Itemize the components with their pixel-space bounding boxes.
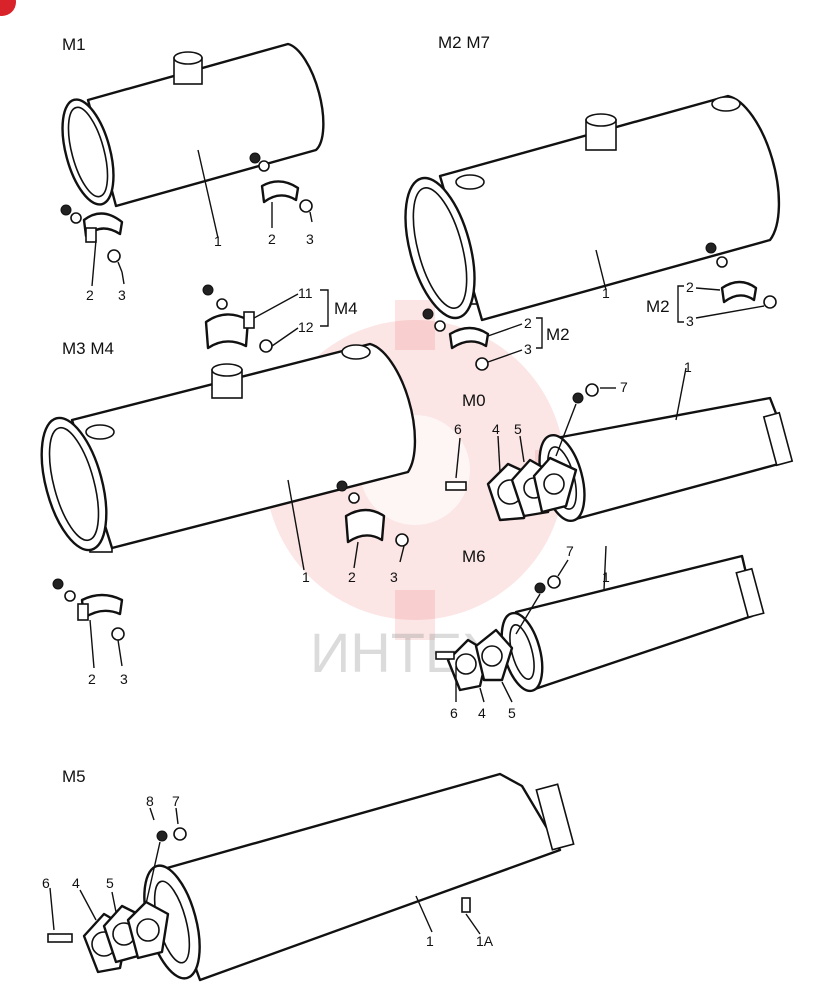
m5-callout-7: 7 [172,793,180,809]
m5-silencer [143,772,575,982]
m5-callout-8: 8 [146,793,154,809]
m6-group: M6 1 7 6 4 5 [435,543,765,721]
m0-callout-4: 4 [492,421,500,437]
m0-callout-7: 7 [620,379,628,395]
m6-label: M6 [462,547,486,566]
m2-clamp-callout-3: 3 [524,341,532,357]
m3m4-callout-3a: 3 [120,671,128,687]
m0-group: M0 1 7 4 5 6 [445,359,794,523]
m0-callout-1: 1 [684,359,692,375]
m2m7-callout-2: 2 [686,279,694,295]
m3m4-callout-11: 11 [298,285,313,301]
m3m4-callout-1: 1 [302,569,310,585]
m1-silencer [61,42,325,208]
m2m7-callout-1: 1 [602,285,610,301]
m5-callout-1: 1 [426,933,434,949]
m1-callout-1: 1 [214,233,222,249]
m0-callout-6: 6 [454,421,462,437]
m6-callout-1: 1 [602,569,610,585]
m5-callout-1a: 1A [476,933,494,949]
m2m7-callout-3: 3 [686,313,694,329]
m3m4-group: M3 M4 1 2 3 [40,339,417,687]
m2-clamp-group: 2 3 M2 [422,308,570,371]
m3m4-clamp-left [52,578,125,667]
m6-callout-7: 7 [566,543,574,559]
m2m7-group: M2 M7 1 M2 2 3 [404,33,781,329]
m6-silencer [500,554,765,693]
m3m4-silencer [40,342,417,553]
m2m7-clamp [705,242,777,309]
m5-group: M5 1 1A 8 7 6 4 5 [42,767,575,982]
m1-clamp-right [249,152,313,223]
m2m7-label: M2 M7 [438,33,490,52]
m3m4-callout-2a: 2 [88,671,96,687]
m3m4-callout-12: 12 [298,319,314,335]
m0-gaskets [486,456,578,522]
m0-callout-5: 5 [514,421,522,437]
m4-clamp-group: 11 12 M4 [202,284,358,353]
m5-callout-4: 4 [72,875,80,891]
m5-callout-5: 5 [106,875,114,891]
m1-callout-2b: 2 [268,231,276,247]
m1-label: M1 [62,35,86,54]
m0-label: M0 [462,391,486,410]
m6-callout-6: 6 [450,705,458,721]
m2-clamp-note-label: M2 [546,325,570,344]
m3m4-callout-2b: 2 [348,569,356,585]
m3m4-clamp-right [336,480,409,563]
m2m7-note-label: M2 [646,297,670,316]
m1-clamp-left [60,204,124,273]
m1-callout-3a: 3 [118,287,126,303]
m6-callout-5: 5 [508,705,516,721]
m3m4-note-label: M4 [334,299,358,318]
m3m4-label: M3 M4 [62,339,114,358]
m6-gaskets [446,628,514,692]
m5-callout-6: 6 [42,875,50,891]
corner-badge [0,0,16,16]
m5-gaskets [82,900,170,974]
m2-clamp-callout-2: 2 [524,315,532,331]
m3m4-callout-3b: 3 [390,569,398,585]
m5-label: M5 [62,767,86,786]
m1-callout-3b: 3 [306,231,314,247]
m1-callout-2a: 2 [86,287,94,303]
m2m7-silencer [404,94,781,322]
m6-callout-4: 4 [478,705,486,721]
m1-group: M1 1 2 3 [60,35,325,303]
